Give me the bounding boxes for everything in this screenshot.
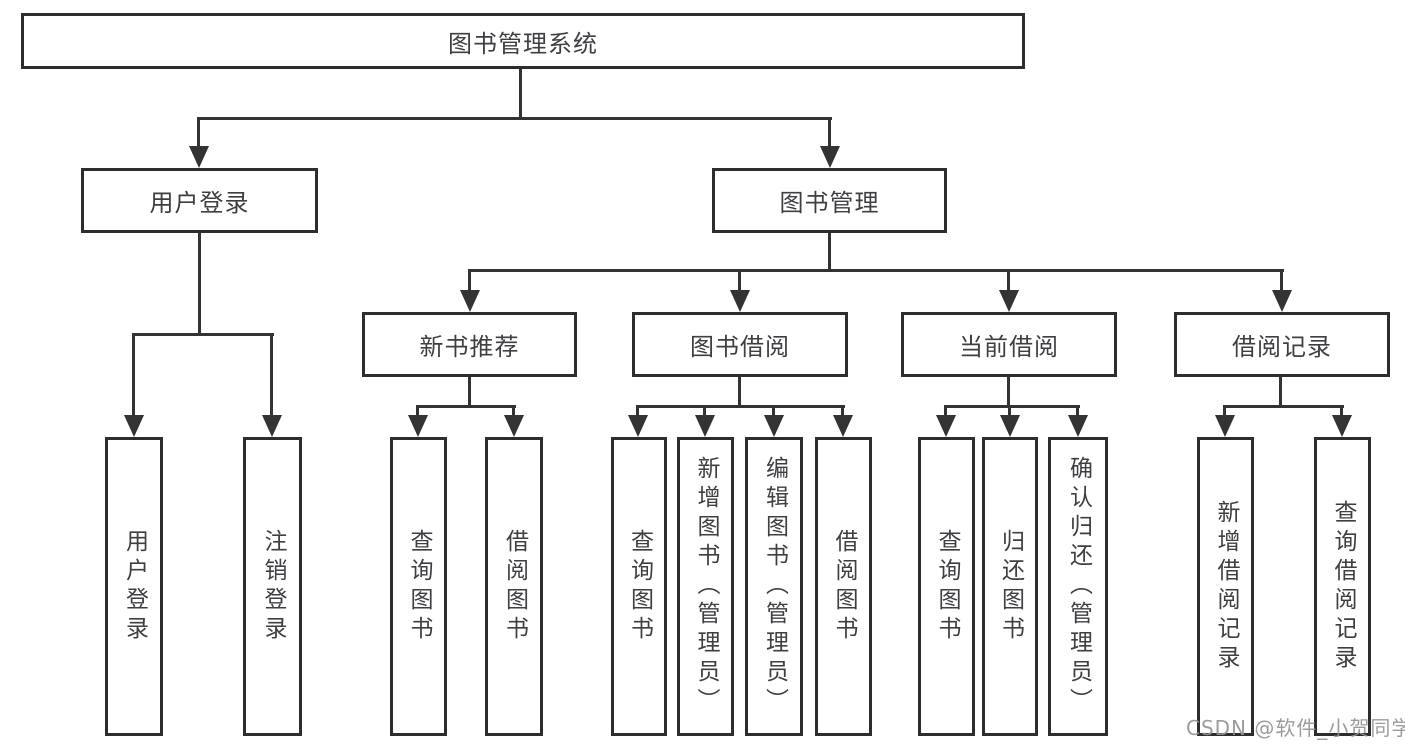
leaf-borrow-book-borrow: 借阅图书 [815, 437, 872, 736]
connector-borrow-records-rail [1223, 405, 1344, 408]
arrow-head-g4-query [936, 415, 956, 437]
arrow-head-user-login [189, 146, 209, 168]
arrow-shaft-leaf-user-login [132, 335, 135, 416]
node-book-management: 图书管理 [712, 168, 947, 233]
arrow-head-g2-borrow [504, 415, 524, 437]
arrow-shaft-leaf-logout [270, 335, 273, 416]
connector-level2-rail [197, 117, 832, 120]
arrow-head-new-rec [460, 290, 480, 312]
leaf-query-borrow-record: 查询借阅记录 [1314, 437, 1371, 736]
node-book-borrow: 图书借阅 [632, 312, 848, 377]
arrow-shaft-book-mgmt [828, 119, 831, 149]
arrow-shaft-g2-query [416, 406, 419, 416]
leaf-query-book-borrow: 查询图书 [611, 437, 667, 736]
leaf-confirm-return-admin: 确认归还（管理员） [1048, 437, 1108, 736]
arrow-shaft-g4-confirm [1076, 406, 1079, 416]
arrow-head-g3-add [695, 415, 715, 437]
arrow-shaft-g2-borrow [512, 406, 515, 416]
arrow-head-current-borrow [999, 290, 1019, 312]
leaf-edit-book-admin: 编辑图书（管理员） [745, 437, 803, 736]
connector-book-mgmt-stem [828, 233, 831, 270]
leaf-add-borrow-record: 新增借阅记录 [1197, 437, 1254, 736]
connector-book-borrow-rail [636, 405, 845, 408]
arrow-head-book-borrow [730, 290, 750, 312]
arrow-shaft-g5-add [1223, 406, 1226, 416]
connector-user-login-rail [132, 333, 274, 336]
connector-current-borrow-stem [1007, 377, 1010, 407]
arrow-head-g3-edit [764, 415, 784, 437]
leaf-query-book-recommend: 查询图书 [390, 437, 447, 736]
leaf-borrow-book-recommend: 借阅图书 [485, 437, 543, 736]
leaf-add-book-admin: 新增图书（管理员） [677, 437, 734, 736]
arrow-head-borrow-records [1272, 290, 1292, 312]
connector-level3-rail [468, 269, 1284, 272]
leaf-query-book-current: 查询图书 [918, 437, 975, 736]
arrow-shaft-user-login [197, 119, 200, 149]
leaf-user-login: 用户登录 [105, 437, 163, 736]
arrow-shaft-g3-edit [772, 406, 775, 416]
arrow-shaft-new-rec [468, 271, 471, 292]
connector-borrow-records-stem [1279, 377, 1282, 407]
node-borrow-records: 借阅记录 [1174, 312, 1390, 377]
arrow-shaft-current-borrow [1007, 271, 1010, 292]
node-new-book-recommend: 新书推荐 [362, 312, 577, 377]
leaf-logout-login: 注销登录 [243, 437, 302, 736]
arrow-shaft-g3-query [636, 406, 639, 416]
node-user-login: 用户登录 [81, 168, 318, 233]
arrow-shaft-book-borrow [738, 271, 741, 292]
connector-root-stem [519, 69, 522, 119]
connector-user-login-stem [198, 233, 201, 335]
arrow-shaft-g4-query [944, 406, 947, 416]
connector-current-borrow-rail [944, 405, 1080, 408]
arrow-head-g4-confirm [1068, 415, 1088, 437]
arrow-head-g4-return [1000, 415, 1020, 437]
connector-new-rec-stem [468, 377, 471, 407]
arrow-shaft-borrow-records [1280, 271, 1283, 292]
arrow-head-g5-query [1332, 415, 1352, 437]
arrow-head-leaf-logout [262, 415, 282, 437]
arrow-head-g5-add [1215, 415, 1235, 437]
arrow-shaft-g3-add [703, 406, 706, 416]
leaf-return-book: 归还图书 [982, 437, 1038, 736]
arrow-head-leaf-user-login [124, 415, 144, 437]
node-current-borrow: 当前借阅 [901, 312, 1117, 377]
arrow-head-g3-query [628, 415, 648, 437]
arrow-shaft-g4-return [1008, 406, 1011, 416]
arrow-head-g3-borrow [833, 415, 853, 437]
arrow-shaft-g3-borrow [841, 406, 844, 416]
arrow-head-g2-query [408, 415, 428, 437]
connector-book-borrow-stem [738, 377, 741, 407]
arrow-shaft-g5-query [1340, 406, 1343, 416]
connector-new-rec-rail [416, 405, 516, 408]
csdn-watermark: CSDN @软件_小贺同学 [1186, 716, 1405, 740]
arrow-head-book-mgmt [820, 146, 840, 168]
node-root: 图书管理系统 [21, 13, 1025, 69]
